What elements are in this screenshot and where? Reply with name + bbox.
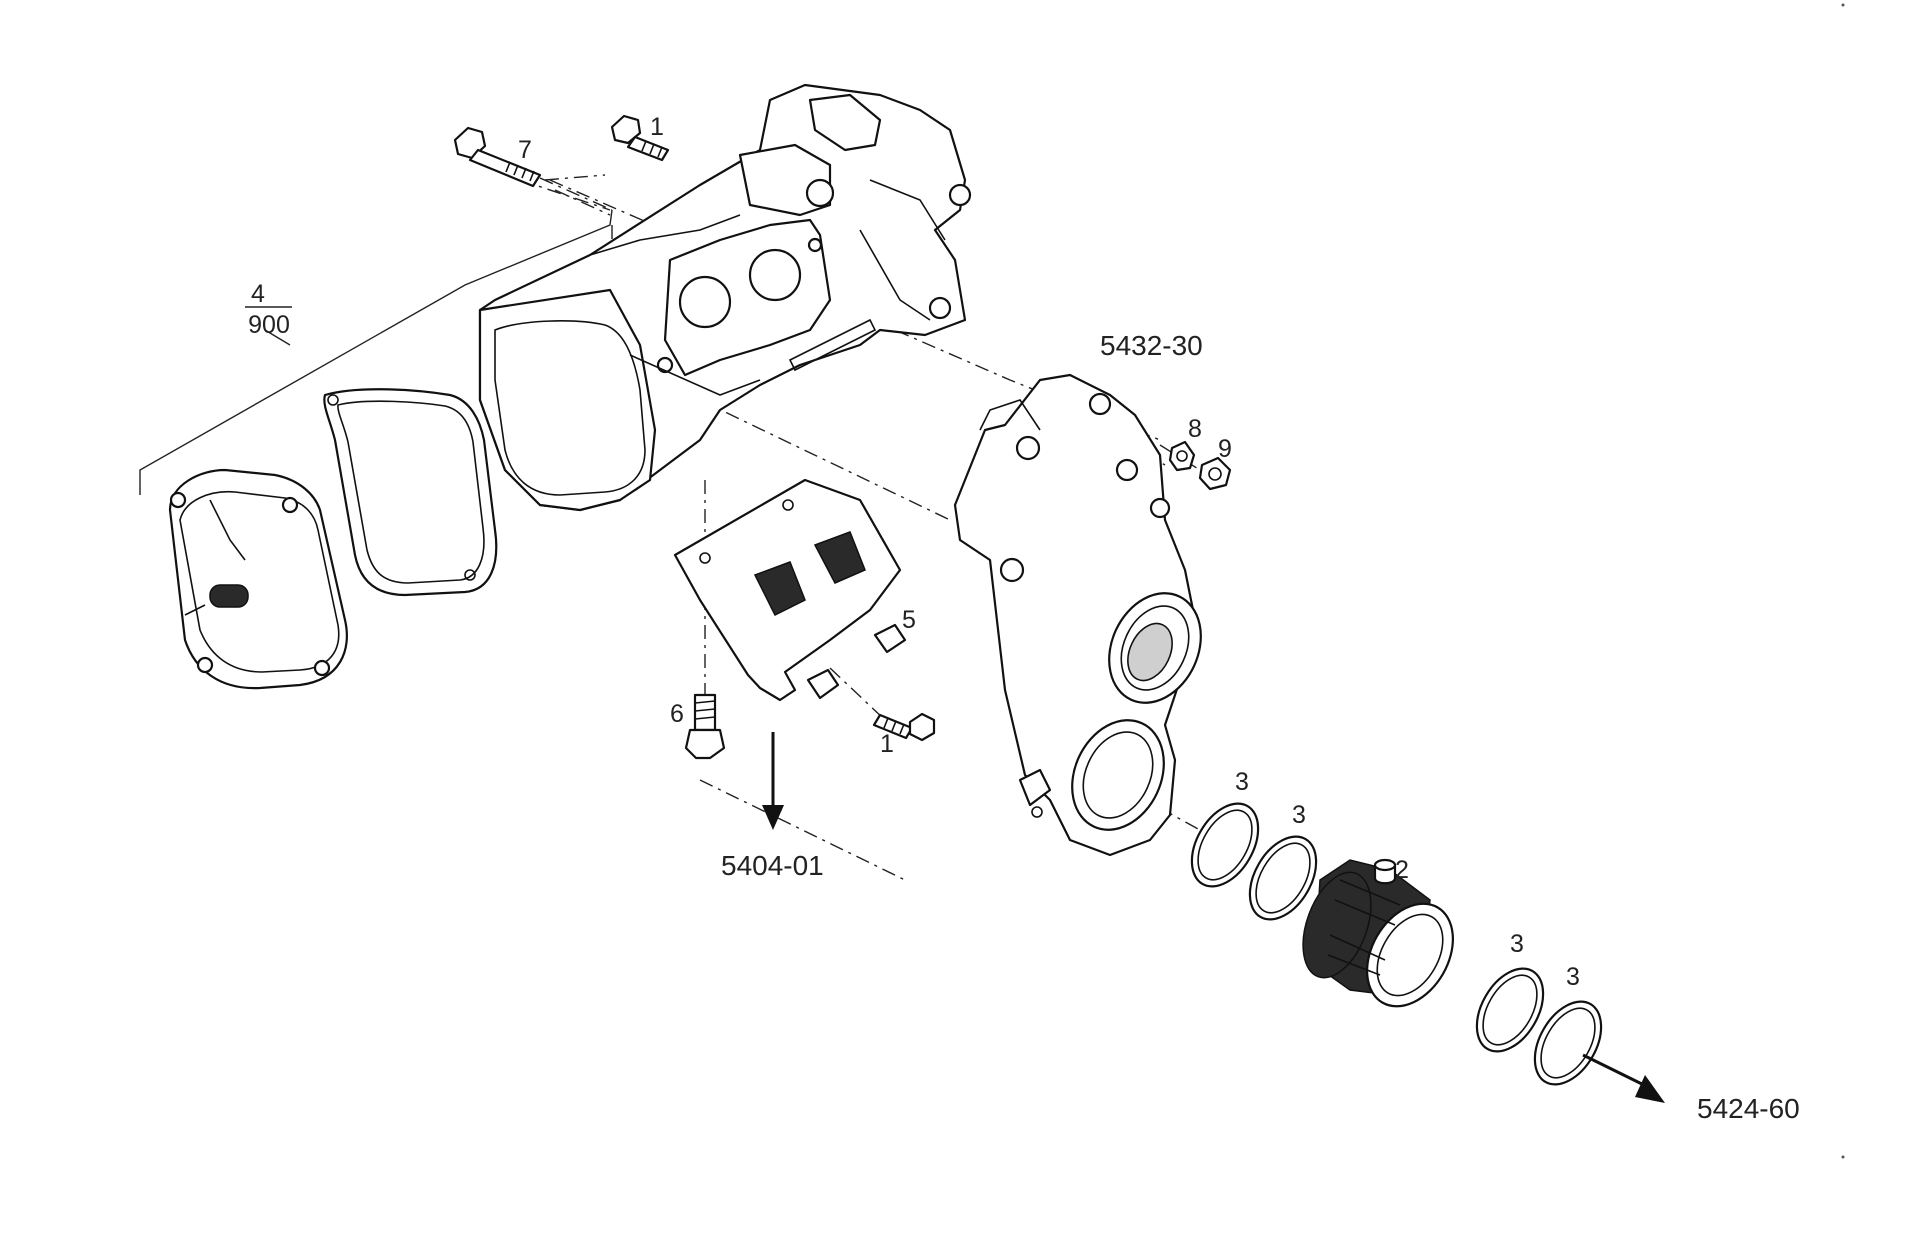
reference-arrows (762, 732, 1665, 1103)
bracket-slot-right (813, 531, 866, 584)
label-9: 9 (1218, 435, 1232, 463)
corner-mark-top (1841, 3, 1845, 7)
label-6: 6 (670, 700, 684, 728)
o-ring-c (1475, 967, 1545, 1053)
cover-badge (209, 584, 249, 608)
bolt-7 (453, 126, 542, 188)
label-3-b: 3 (1292, 801, 1306, 829)
nut-8 (1168, 440, 1196, 472)
label-1-bottom: 1 (880, 730, 894, 758)
arrow-5424-60 (1582, 1053, 1651, 1090)
label-5: 5 (902, 606, 916, 634)
label-1-top: 1 (650, 113, 664, 141)
o-ring-b (1248, 835, 1318, 921)
label-3-d: 3 (1566, 963, 1580, 991)
support-bracket (673, 478, 907, 702)
bracket-slot-left (753, 561, 806, 617)
label-8: 8 (1188, 415, 1202, 443)
label-2: 2 (1395, 856, 1409, 884)
o-ring-d (1533, 1000, 1603, 1086)
label-3-c: 3 (1510, 930, 1524, 958)
label-5404-01: 5404-01 (721, 850, 824, 881)
main-housing (478, 83, 972, 512)
gasket (323, 388, 498, 597)
bolt-1-top (610, 114, 670, 162)
label-900: 900 (248, 311, 290, 339)
outlet-elbow (953, 373, 1202, 857)
o-ring-a (1190, 802, 1260, 888)
label-4: 4 (251, 280, 265, 308)
connecting-sleeve (1302, 858, 1454, 1008)
bolt-1-bottom (872, 712, 936, 742)
label-3-a: 3 (1235, 768, 1249, 796)
corner-mark-bottom (1841, 1155, 1845, 1159)
nut-9 (1198, 456, 1232, 491)
callout-labels: 7 1 4 900 5432-30 8 9 5 6 1 5404-01 3 3 … (248, 113, 1800, 1124)
label-5432-30: 5432-30 (1100, 330, 1203, 361)
o-rings (1190, 802, 1603, 1086)
label-5424-60: 5424-60 (1697, 1093, 1800, 1124)
end-cover (168, 468, 348, 690)
assembly-bracket (139, 209, 613, 495)
stud-6 (684, 693, 726, 760)
label-7: 7 (518, 136, 532, 164)
fasteners (453, 114, 1232, 760)
